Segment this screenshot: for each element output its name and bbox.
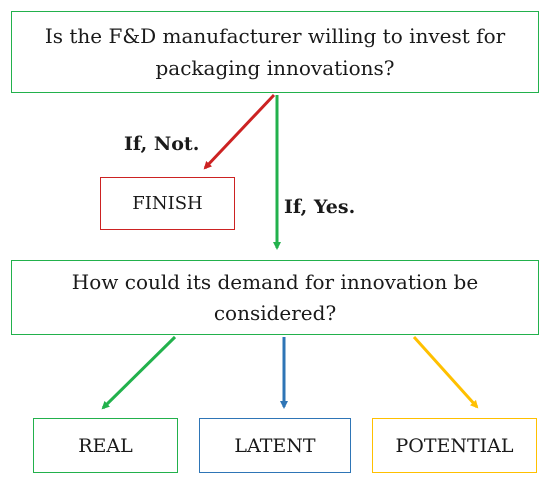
arrow-to-potential — [412, 335, 479, 409]
edge-label-yes: If, Yes. — [284, 196, 356, 218]
latent-box: LATENT — [199, 418, 351, 473]
finish-box: FINISH — [100, 177, 235, 230]
potential-text: POTENTIAL — [395, 434, 514, 457]
question-demand-text: How could its demand for innovation be c… — [71, 269, 479, 325]
finish-text: FINISH — [132, 193, 203, 214]
real-box: REAL — [33, 418, 178, 473]
question-invest-text: Is the F&D manufacturer willing to inves… — [44, 24, 506, 80]
question-demand-box: How could its demand for innovation be c… — [11, 260, 539, 335]
arrow-to-finish — [203, 93, 276, 170]
arrow-to-real — [101, 335, 177, 410]
potential-box: POTENTIAL — [372, 418, 537, 473]
question-invest-box: Is the F&D manufacturer willing to inves… — [11, 11, 539, 93]
real-text: REAL — [78, 434, 133, 457]
latent-text: LATENT — [234, 434, 316, 457]
edge-label-not: If, Not. — [124, 133, 200, 155]
